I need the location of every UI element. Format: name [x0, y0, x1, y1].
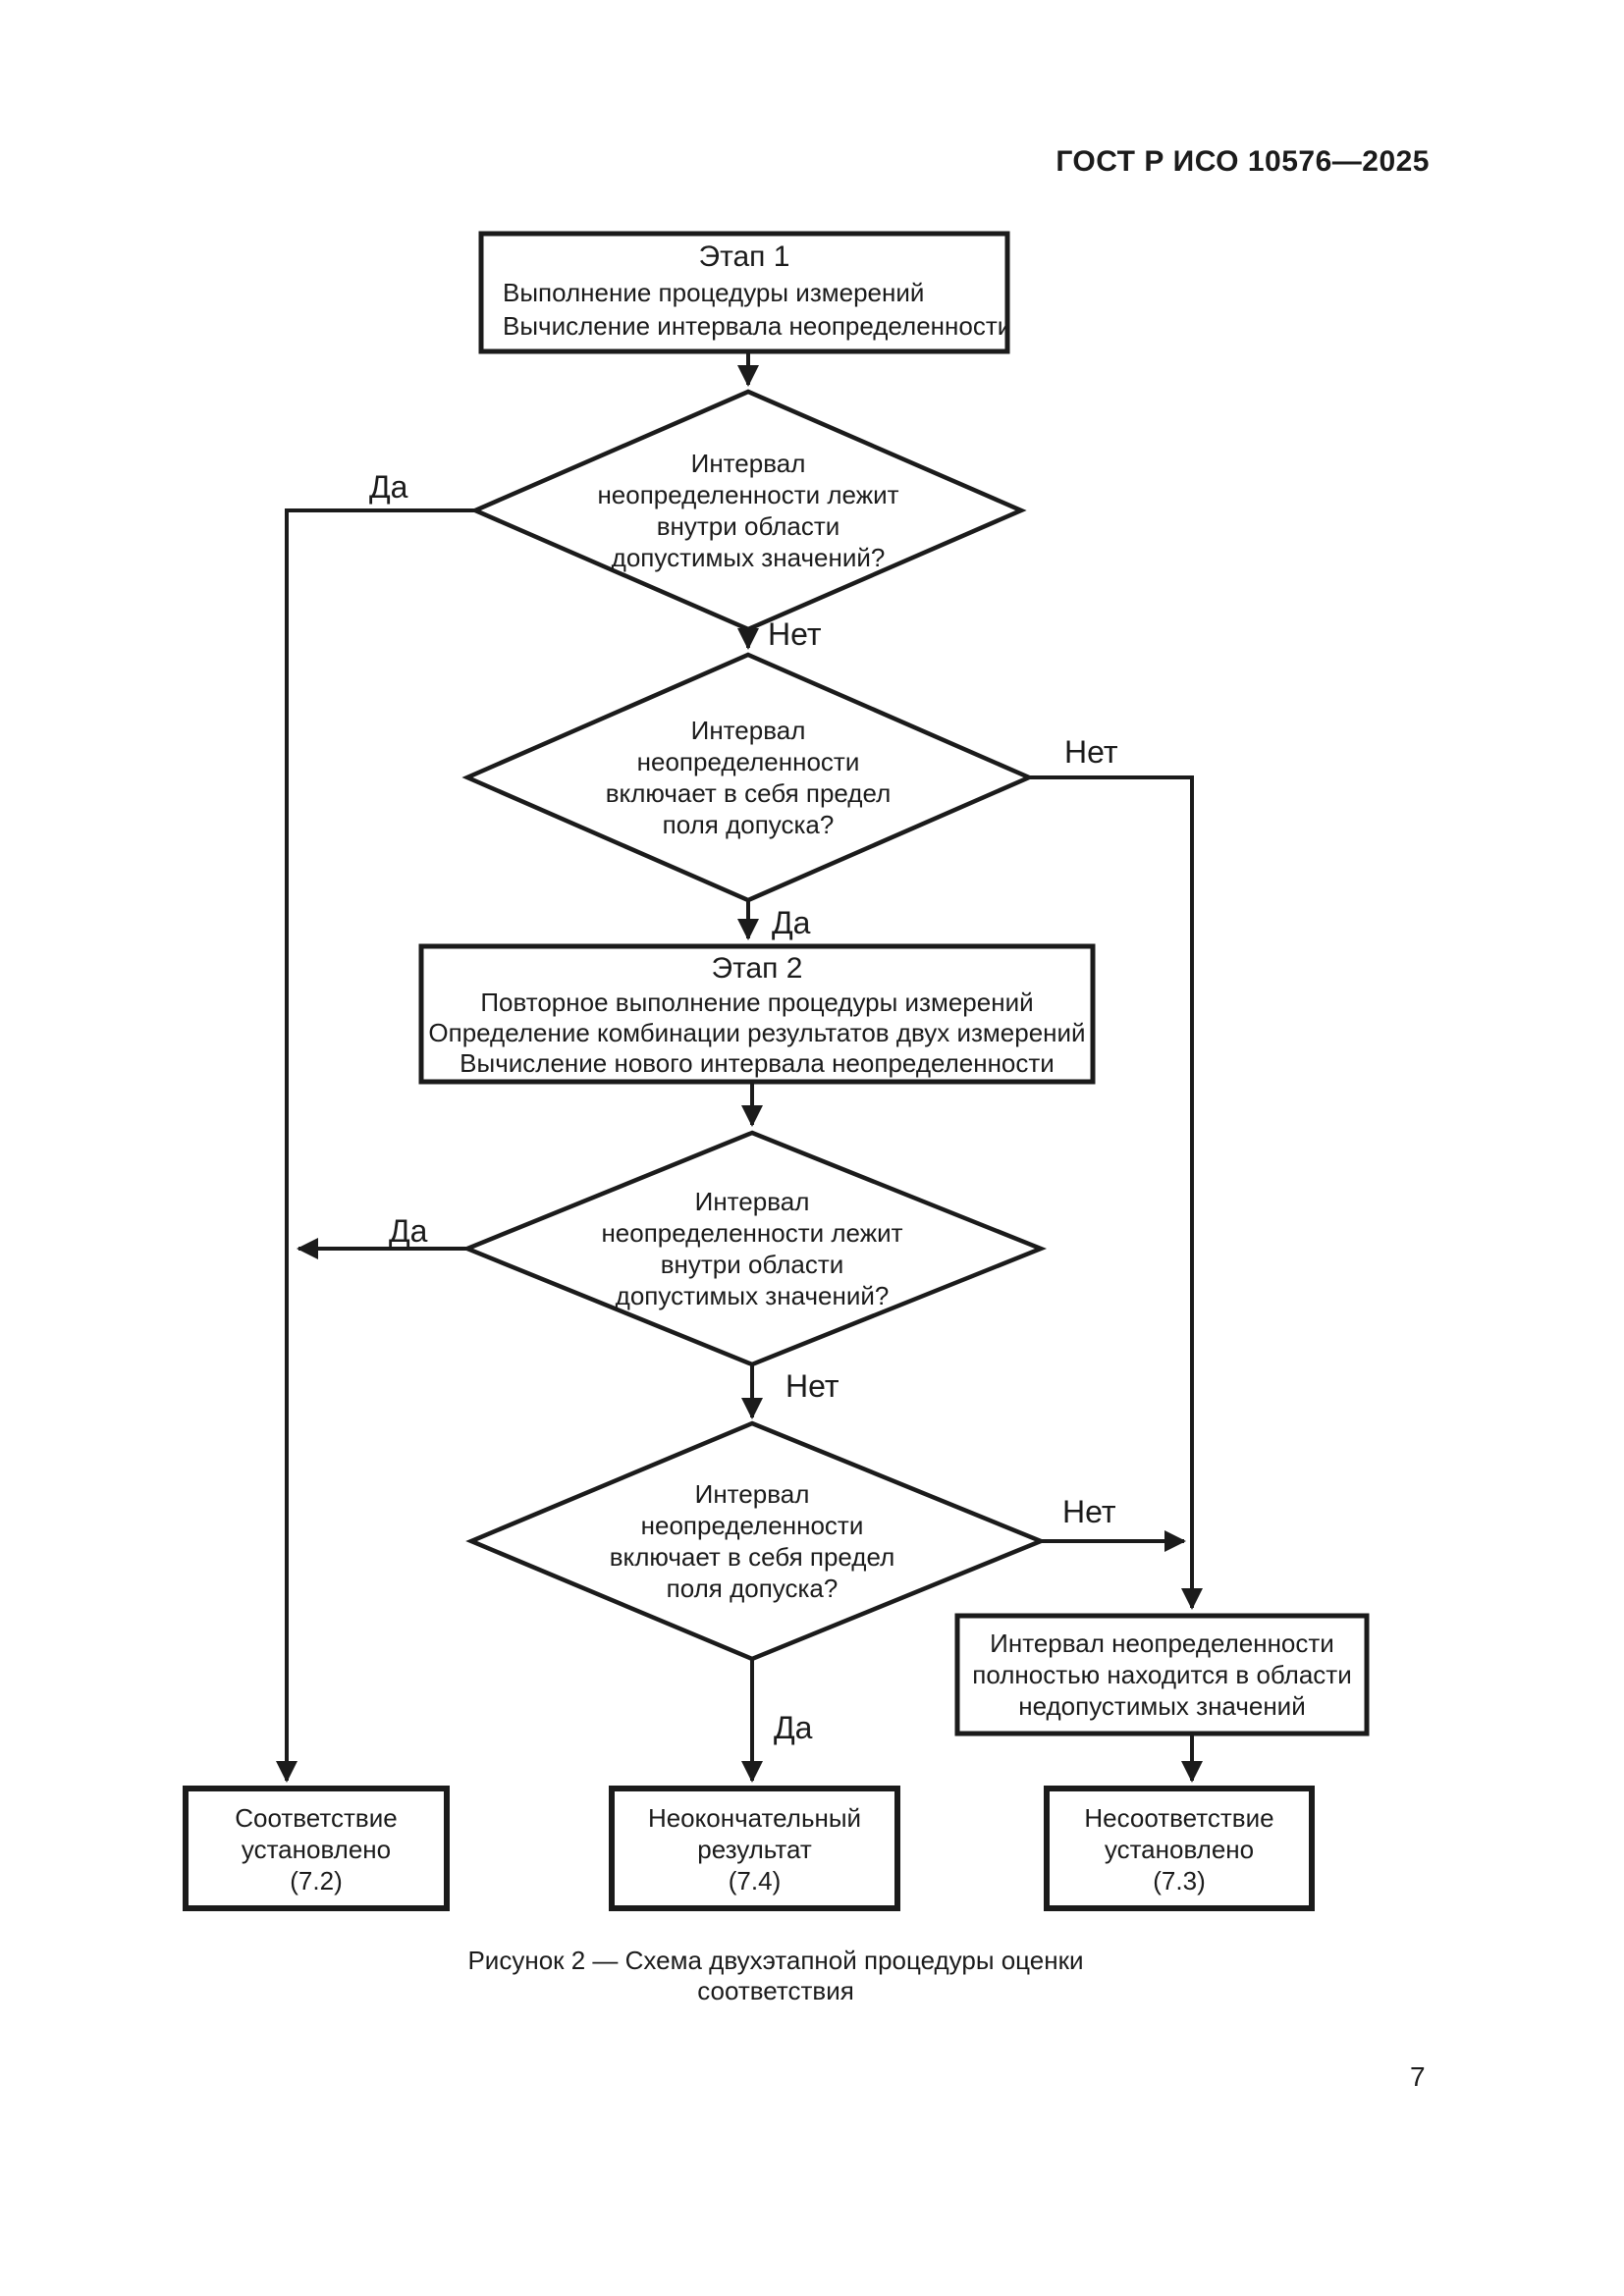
- decision4-line: Интервал: [694, 1479, 810, 1509]
- decision2-line: Интервал: [690, 716, 806, 745]
- decision1-line: внутри области: [656, 511, 840, 541]
- decision1-yes-label: Да: [369, 469, 408, 505]
- outcome-conformity-line: (7.2): [290, 1866, 343, 1896]
- outcome-inconclusive-line: результат: [697, 1835, 812, 1864]
- outcome-inconclusive-line: Неокончательный: [647, 1803, 862, 1833]
- decision3-diamond-shape: [461, 1130, 1048, 1367]
- info-box-line: недопустимых значений: [1018, 1691, 1306, 1721]
- connector-decision2-no-to-info-box: [1029, 775, 1203, 1610]
- decision3-yes-label: Да: [389, 1213, 428, 1249]
- decision4-yes-label: Да: [774, 1710, 813, 1745]
- info-box-line: Интервал неопределенности: [990, 1629, 1334, 1658]
- outcome-conformity-line: установлено: [241, 1835, 392, 1864]
- stage2-box-shape: [418, 943, 1096, 1085]
- stage2-line: Определение комбинации результатов двух …: [428, 1018, 1086, 1047]
- stage1-line: Вычисление интервала неопределенности: [503, 311, 1012, 341]
- info-box-shape: [954, 1613, 1370, 1736]
- stage1-box-shape: [478, 231, 1010, 354]
- figure-caption: Рисунок 2 — Схема двухэтапной процедуры …: [467, 1946, 1084, 2005]
- document-code-header: ГОСТ Р ИСО 10576—2025: [1056, 145, 1430, 178]
- decision4-line: включает в себя предел: [609, 1542, 895, 1572]
- outcome-inconclusive-line: (7.4): [728, 1866, 782, 1896]
- stage2-line: Повторное выполнение процедуры измерений: [480, 988, 1034, 1017]
- stage2-text: Повторное выполнение процедуры измерений…: [421, 988, 1093, 1079]
- outcome-nonconformity-text: Несоответствие установлено (7.3): [1047, 1802, 1312, 1896]
- decision3-line: неопределенности лежит: [601, 1218, 903, 1248]
- outcome-nonconformity-box-shape: [1044, 1786, 1315, 1911]
- outcome-nonconformity-line: установлено: [1104, 1835, 1255, 1864]
- page-number: 7: [1410, 2061, 1426, 2092]
- outcome-inconclusive-box-shape: [609, 1786, 900, 1911]
- decision1-line: Интервал: [690, 449, 806, 478]
- info-box-line: полностью находится в области: [972, 1660, 1352, 1689]
- decision4-line: неопределенности: [640, 1511, 864, 1540]
- decision3-line: внутри области: [660, 1250, 844, 1279]
- decision2-line: включает в себя предел: [605, 778, 892, 808]
- decision2-line: поля допуска?: [662, 810, 835, 839]
- decision4-diamond-shape: [465, 1420, 1047, 1662]
- decision1-diamond-shape: [469, 389, 1027, 632]
- info-box-text: Интервал неопределенности полностью нахо…: [957, 1628, 1367, 1722]
- decision3-text: Интервал неопределенности лежит внутри о…: [526, 1186, 978, 1311]
- decision3-no-label: Нет: [785, 1368, 839, 1404]
- decision1-line: неопределенности лежит: [597, 480, 899, 509]
- outcome-conformity-text: Соответствие установлено (7.2): [186, 1802, 447, 1896]
- decision2-no-label: Нет: [1064, 734, 1118, 770]
- stage1-title: Этап 1: [698, 240, 790, 273]
- outcome-conformity-line: Соответствие: [235, 1803, 398, 1833]
- decision1-line: допустимых значений?: [611, 543, 886, 572]
- stage1-text: Выполнение процедуры измерений Вычислени…: [503, 276, 1013, 343]
- stage2-title: Этап 2: [711, 952, 803, 985]
- outcome-nonconformity-line: Несоответствие: [1084, 1803, 1274, 1833]
- decision4-text: Интервал неопределенности включает в себ…: [526, 1478, 978, 1604]
- stage2-line: Вычисление нового интервала неопределенн…: [460, 1048, 1055, 1078]
- stage1-line: Выполнение процедуры измерений: [503, 278, 925, 307]
- decision1-text: Интервал неопределенности лежит внутри о…: [522, 448, 974, 573]
- decision3-line: Интервал: [694, 1187, 810, 1216]
- decision4-line: поля допуска?: [666, 1574, 839, 1603]
- decision2-diamond-shape: [461, 652, 1035, 903]
- connector-decision1-yes-to-conformity: [276, 508, 475, 1783]
- outcome-inconclusive-text: Неокончательный результат (7.4): [612, 1802, 897, 1896]
- outcome-nonconformity-line: (7.3): [1153, 1866, 1206, 1896]
- decision1-no-label: Нет: [768, 616, 822, 652]
- decision2-line: неопределенности: [636, 747, 860, 776]
- outcome-conformity-box-shape: [183, 1786, 450, 1911]
- decision2-text: Интервал неопределенности включает в себ…: [522, 715, 974, 840]
- decision2-yes-label: Да: [772, 905, 811, 940]
- decision3-line: допустимых значений?: [615, 1281, 890, 1310]
- decision4-no-label: Нет: [1062, 1494, 1116, 1529]
